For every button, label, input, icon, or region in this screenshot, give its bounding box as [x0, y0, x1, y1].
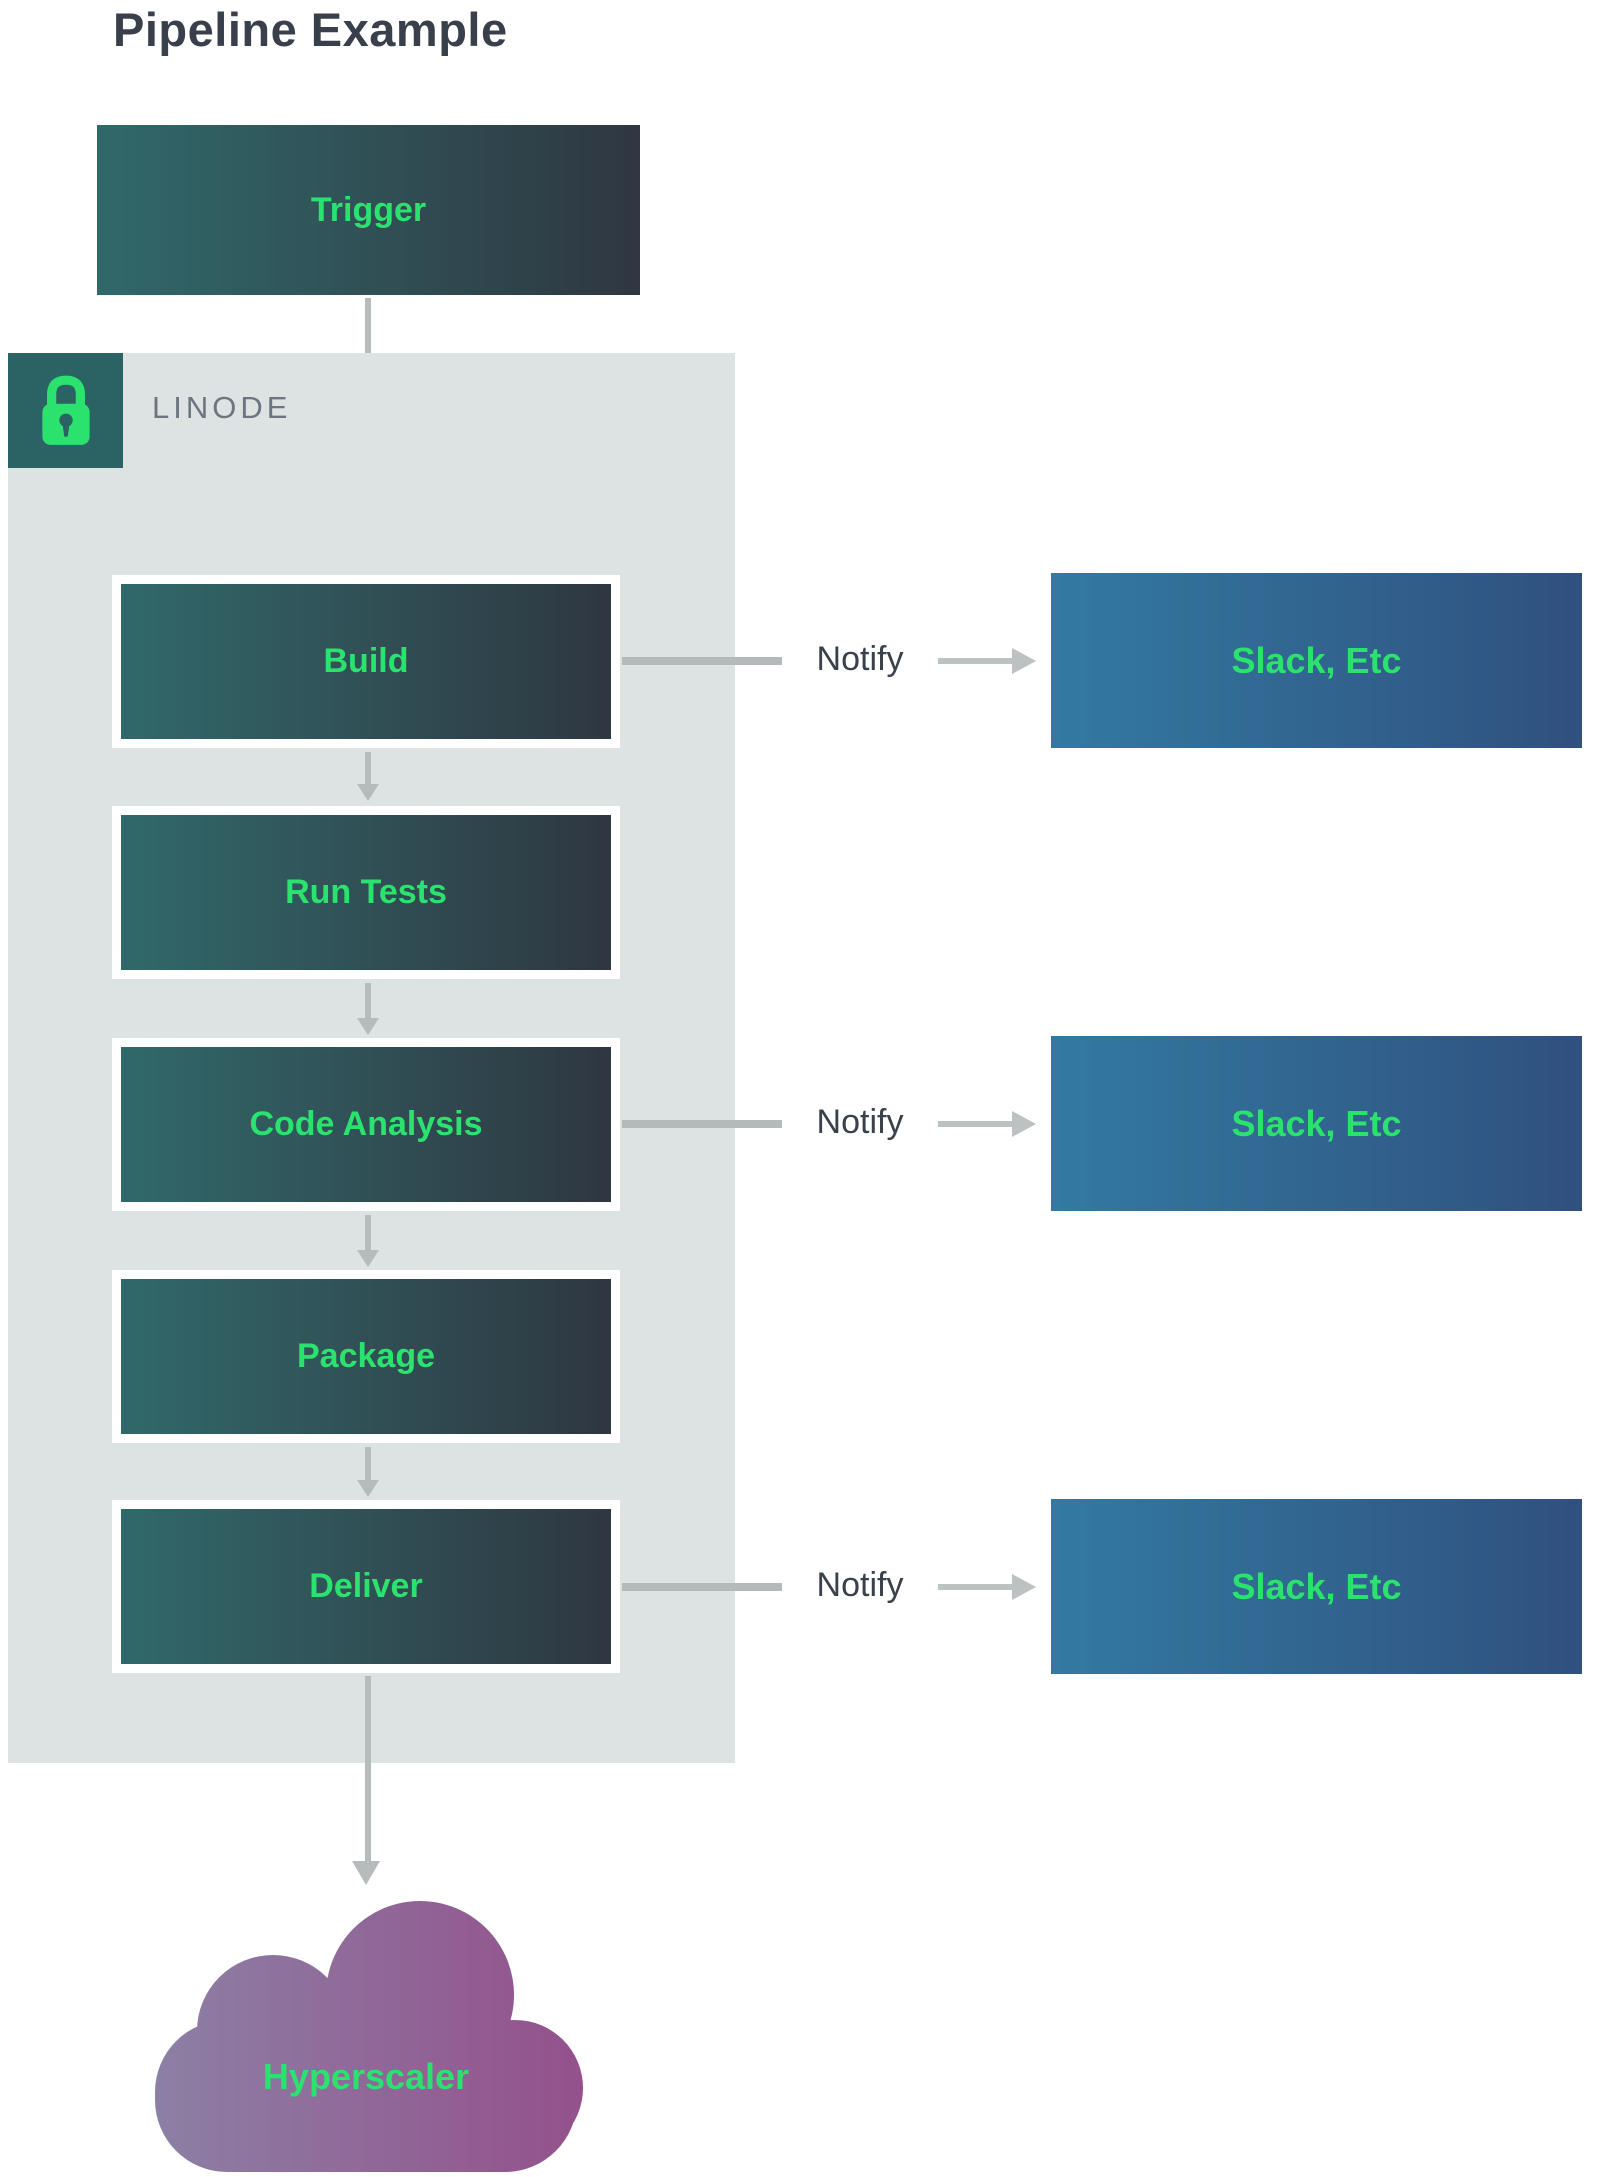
notify-target-build: Slack, Etc	[1051, 573, 1582, 748]
stage-package-label: Package	[297, 1337, 435, 1375]
cloud-icon	[155, 1901, 583, 2172]
stage-code-analysis-label: Code Analysis	[249, 1105, 483, 1143]
notify-label-deliver: Notify	[816, 1566, 904, 1604]
stage-deliver: Deliver	[112, 1500, 620, 1673]
arrow-down-runtests-codeanalysis	[365, 983, 371, 1018]
notify-label-codeanalysis: Notify	[816, 1103, 904, 1141]
hyperscaler-cloud: Hyperscaler	[143, 1898, 589, 2174]
arrow-down-package-deliver	[365, 1447, 371, 1480]
notify-target-codeanalysis: Slack, Etc	[1051, 1036, 1582, 1211]
stage-build: Build	[112, 575, 620, 748]
page-title: Pipeline Example	[113, 3, 508, 56]
notify-arrowhead-codeanalysis	[1012, 1111, 1036, 1137]
arrowhead-down-package-deliver	[357, 1480, 379, 1497]
notify-target-codeanalysis-label: Slack, Etc	[1231, 1102, 1402, 1144]
notify-arrowhead-deliver	[1012, 1574, 1036, 1600]
stage-trigger-label: Trigger	[310, 190, 427, 229]
arrow-down-codeanalysis-package	[365, 1215, 371, 1250]
notify-line-build	[622, 657, 782, 665]
arrow-down-build-runtests	[365, 752, 371, 784]
notify-label-build: Notify	[816, 640, 904, 678]
stage-package: Package	[112, 1270, 620, 1443]
stage-trigger: Trigger	[97, 125, 640, 295]
environment-label: LINODE	[152, 390, 292, 425]
notify-arrow-deliver	[938, 1584, 1012, 1590]
stage-code-analysis: Code Analysis	[112, 1038, 620, 1211]
notify-arrowhead-build	[1012, 648, 1036, 674]
arrow-down-deliver-hyperscaler	[365, 1676, 371, 1861]
stage-run-tests-label: Run Tests	[285, 873, 447, 911]
stage-run-tests: Run Tests	[112, 806, 620, 979]
notify-line-codeanalysis	[622, 1120, 782, 1128]
notify-line-deliver	[622, 1583, 782, 1591]
notify-target-build-label: Slack, Etc	[1231, 639, 1402, 681]
arrowhead-down-codeanalysis-package	[357, 1250, 379, 1267]
stage-build-label: Build	[323, 642, 409, 680]
stage-deliver-label: Deliver	[309, 1567, 423, 1605]
notify-target-deliver-label: Slack, Etc	[1231, 1565, 1402, 1607]
hyperscaler-label: Hyperscaler	[262, 2056, 470, 2097]
lock-badge	[8, 353, 123, 468]
lock-icon	[41, 375, 90, 445]
notify-arrow-codeanalysis	[938, 1121, 1012, 1127]
arrowhead-down-runtests-codeanalysis	[357, 1018, 379, 1035]
notify-arrow-build	[938, 658, 1012, 664]
arrowhead-down-deliver-hyperscaler	[352, 1861, 380, 1885]
arrowhead-down-build-runtests	[357, 784, 379, 801]
notify-target-deliver: Slack, Etc	[1051, 1499, 1582, 1674]
